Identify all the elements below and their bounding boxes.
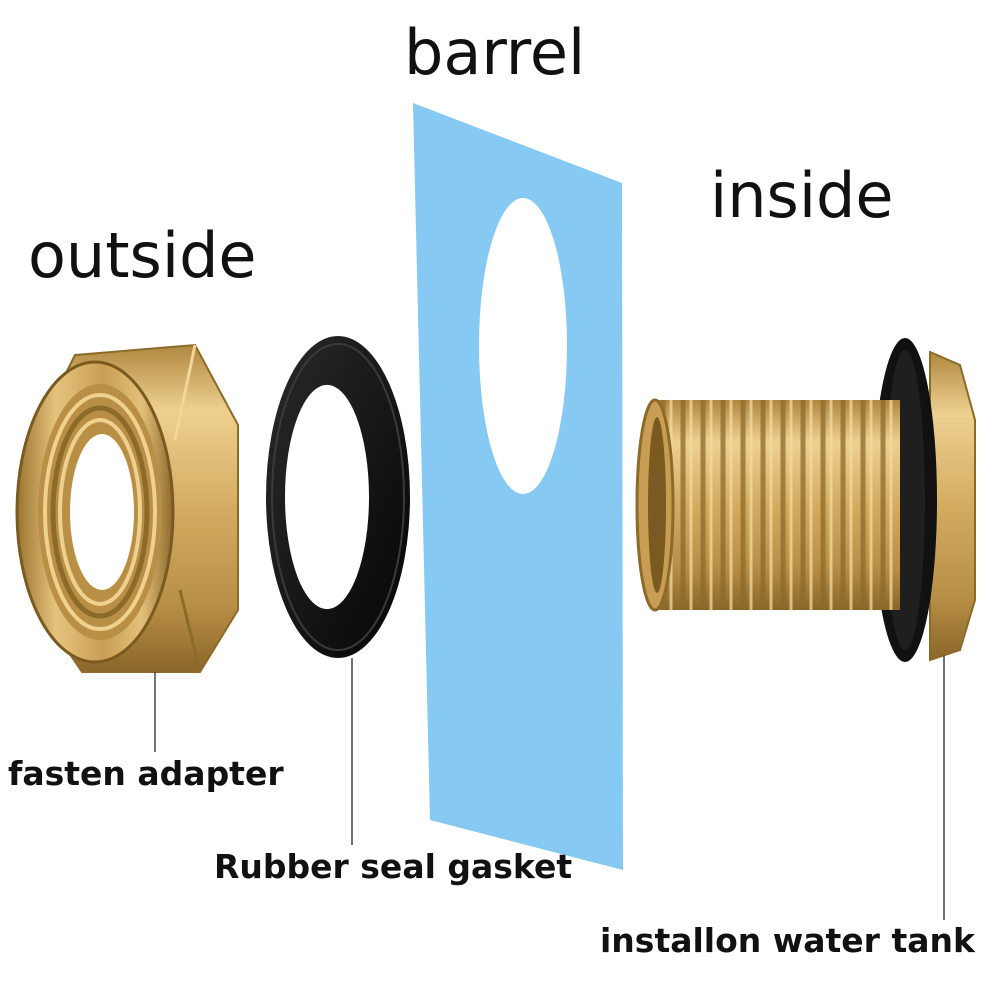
rubber-seal-gasket-label: Rubber seal gasket	[214, 847, 573, 886]
barrel-label: barrel	[404, 16, 586, 89]
outside-label: outside	[28, 219, 257, 292]
inside-label: inside	[710, 159, 894, 232]
hex-nut-icon	[15, 343, 239, 673]
fasten-adapter-label: fasten adapter	[8, 754, 284, 793]
fasten-adapter	[15, 343, 239, 673]
threaded-fitting	[635, 338, 976, 662]
ring-gasket-icon	[266, 336, 410, 658]
rubber-seal-gasket	[266, 336, 410, 658]
threaded-pipe-icon	[635, 338, 976, 662]
install-water-tank-label: installon water tank	[600, 921, 975, 960]
panel-with-hole-icon	[413, 103, 623, 870]
barrel-wall	[413, 103, 623, 870]
